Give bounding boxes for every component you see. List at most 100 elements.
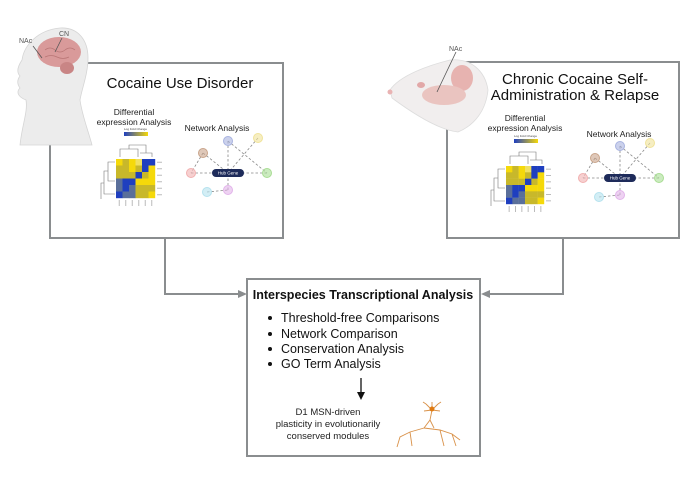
heatmap-cell	[531, 172, 538, 179]
heatmap-cell	[512, 166, 519, 173]
column-label	[515, 206, 516, 212]
heatmap-cell	[122, 165, 130, 173]
heatmap-cell	[129, 159, 136, 166]
nac-pointer	[32, 45, 43, 59]
heatmap-cell	[518, 197, 526, 205]
heatmap-cell	[506, 178, 513, 186]
heatmap-cell	[506, 172, 513, 179]
column-label	[540, 206, 542, 212]
list-item: Conservation Analysis	[281, 342, 404, 356]
heatmap-cell	[122, 191, 130, 199]
network-edge	[227, 137, 259, 174]
heatmap-cell	[518, 191, 526, 198]
network-node-purple	[223, 185, 233, 195]
heatmap-cell	[129, 185, 136, 192]
network-edge	[619, 145, 660, 179]
left-connector	[164, 238, 240, 295]
row-label	[546, 194, 551, 195]
heatmap-cell	[135, 165, 143, 173]
list-item: GO Term Analysis	[281, 357, 381, 371]
rat-network: Hub Gene	[578, 138, 664, 202]
column-label	[508, 206, 510, 212]
list-item: Network Comparison	[281, 327, 398, 341]
heatmap-cell	[135, 185, 143, 192]
heatmap-cell	[122, 178, 130, 186]
network-node-green	[262, 168, 272, 178]
right-connector	[488, 238, 564, 295]
neuron-icon	[396, 401, 461, 448]
network-edge	[202, 152, 229, 174]
heatmap-cell	[531, 197, 538, 205]
row-label	[546, 181, 551, 183]
heatmap-cell	[506, 166, 513, 173]
network-edge	[594, 157, 621, 179]
connectors	[164, 238, 564, 298]
color-legend-bar	[124, 132, 148, 136]
column-label	[527, 206, 529, 212]
heatmap-cell	[525, 191, 532, 198]
bullet-icon	[268, 316, 272, 320]
hub-gene-label: Hub Gene	[218, 171, 239, 176]
hub-gene-node	[604, 174, 636, 182]
heatmap-cell	[116, 159, 123, 166]
heatmap-cell	[142, 185, 149, 192]
heatmap-cell	[531, 178, 538, 186]
row-label	[157, 168, 162, 170]
heatmap-cell	[537, 185, 545, 192]
row-label	[546, 187, 551, 189]
heatmap-cell	[122, 159, 130, 166]
analysis-list: Threshold-free Comparisons Network Compa…	[268, 311, 439, 371]
row-label	[157, 181, 162, 183]
heatmap-cell	[518, 185, 526, 192]
column-label	[521, 206, 523, 212]
column-label	[151, 200, 153, 206]
heatmap-cell	[525, 178, 532, 186]
cn-label: CN	[59, 31, 69, 38]
heatmap-cell	[116, 185, 123, 192]
list-item: Threshold-free Comparisons	[281, 311, 439, 325]
left-arrowhead-icon	[238, 290, 247, 298]
heatmap-cell	[122, 185, 130, 192]
heatmap-cell	[148, 185, 156, 192]
network-node-cyan	[202, 187, 212, 197]
heatmap-cell	[525, 197, 532, 205]
column-label	[125, 200, 127, 206]
cn-pointer	[54, 37, 63, 53]
heatmap-cell	[135, 172, 143, 179]
heatmap-cell	[512, 191, 519, 198]
heatmap-cell	[129, 178, 136, 186]
down-arrow-icon	[357, 392, 365, 400]
conclusion-line-2: plasticity in evolutionarily	[276, 419, 381, 430]
row-label	[157, 194, 162, 196]
conclusion-line-3: conserved modules	[287, 431, 370, 442]
heatmap-cell	[142, 191, 149, 199]
heatmap-cell	[122, 172, 130, 179]
row-dendrogram	[100, 161, 115, 199]
network-node-blue	[615, 141, 625, 151]
legend-label: Log Fold Change	[514, 134, 537, 138]
row-label	[546, 175, 551, 176]
column-label	[118, 200, 120, 206]
heatmap-cell	[135, 191, 143, 199]
rat-nac-pointer	[436, 51, 457, 93]
network-node-cyan	[594, 192, 604, 202]
color-legend-bar	[514, 139, 538, 143]
heatmap-cell	[116, 191, 123, 199]
heatmap-cell	[116, 172, 123, 179]
bullet-icon	[268, 332, 272, 336]
heatmap-cell	[148, 172, 156, 179]
network-node-purple	[615, 190, 625, 200]
network-node-red	[578, 173, 588, 183]
heatmap-cell	[148, 191, 156, 199]
column-label	[138, 200, 140, 206]
human-de-title-2: expression Analysis	[97, 117, 172, 127]
heatmap-cell	[518, 172, 526, 179]
rat-de-title-2: expression Analysis	[488, 123, 563, 133]
row-label	[157, 187, 162, 189]
heatmap-cell	[116, 178, 123, 186]
human-network: Hub Gene	[186, 133, 272, 197]
heatmap-cell	[537, 166, 545, 173]
row-label	[546, 200, 551, 202]
rat-nac-label: NAc	[449, 46, 463, 53]
